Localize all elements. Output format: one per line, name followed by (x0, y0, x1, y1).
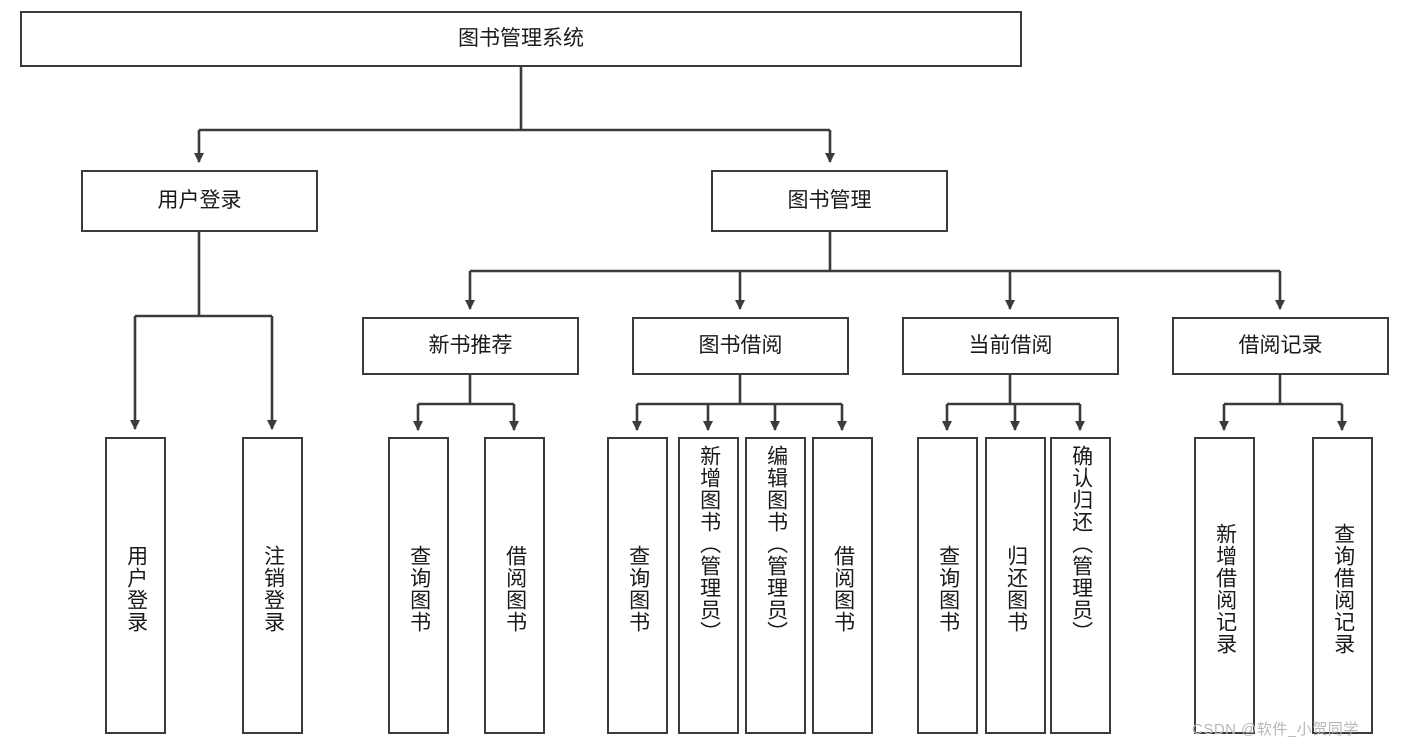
node-leaf-query-book-2[interactable]: 查询图书 (607, 437, 668, 734)
watermark: CSDN @软件_小贺同学 (1192, 721, 1359, 738)
node-label: 用户登录 (124, 544, 148, 633)
node-leaf-user-login[interactable]: 用户登录 (105, 437, 166, 734)
node-leaf-query-book-1[interactable]: 查询图书 (388, 437, 449, 734)
node-label: 新增借阅记录 (1213, 522, 1237, 655)
edge-group-book-management (465, 232, 1285, 310)
node-label: 查询借阅记录 (1331, 522, 1355, 655)
node-label: 新增图书（管理员） (697, 445, 721, 643)
node-label: 新书推荐 (428, 334, 513, 358)
node-label: 用户登录 (157, 189, 242, 213)
node-label: 编辑图书（管理员） (764, 445, 788, 643)
node-label: 借阅图书 (503, 544, 527, 633)
node-label: 图书管理 (787, 189, 872, 213)
node-leaf-confirm-return-admin[interactable]: 确认归还（管理员） (1050, 437, 1111, 734)
node-leaf-query-book-3[interactable]: 查询图书 (917, 437, 978, 734)
node-leaf-borrow-book-1[interactable]: 借阅图书 (484, 437, 545, 734)
node-label: 注销登录 (261, 544, 285, 633)
node-label: 借阅图书 (831, 544, 855, 633)
node-leaf-return-book[interactable]: 归还图书 (985, 437, 1046, 734)
edge-group-borrow-record (1219, 375, 1347, 431)
node-user-login[interactable]: 用户登录 (81, 170, 318, 232)
node-label: 图书管理系统 (458, 27, 584, 51)
node-label: 查询图书 (626, 544, 650, 633)
node-book-borrow[interactable]: 图书借阅 (632, 317, 849, 375)
node-leaf-add-book-admin[interactable]: 新增图书（管理员） (678, 437, 739, 734)
edge-group-new-book-recommend (413, 375, 519, 431)
node-label: 查询图书 (936, 544, 960, 633)
node-current-borrow[interactable]: 当前借阅 (902, 317, 1119, 375)
node-leaf-borrow-book-2[interactable]: 借阅图书 (812, 437, 873, 734)
node-leaf-logout[interactable]: 注销登录 (242, 437, 303, 734)
node-system-title[interactable]: 图书管理系统 (20, 11, 1022, 67)
edge-group-user-login (130, 232, 277, 430)
node-leaf-query-borrow-record[interactable]: 查询借阅记录 (1312, 437, 1373, 734)
edge-group-book-borrow (632, 375, 847, 431)
edge-group-current-borrow (942, 375, 1085, 431)
node-new-book-recommend[interactable]: 新书推荐 (362, 317, 579, 375)
node-book-management[interactable]: 图书管理 (711, 170, 948, 232)
node-label: 归还图书 (1004, 544, 1028, 633)
node-label: 图书借阅 (698, 334, 783, 358)
node-borrow-record[interactable]: 借阅记录 (1172, 317, 1389, 375)
node-leaf-edit-book-admin[interactable]: 编辑图书（管理员） (745, 437, 806, 734)
node-label: 当前借阅 (968, 334, 1053, 358)
node-label: 借阅记录 (1238, 334, 1323, 358)
node-label: 查询图书 (407, 544, 431, 633)
node-leaf-add-borrow-record[interactable]: 新增借阅记录 (1194, 437, 1255, 734)
node-label: 确认归还（管理员） (1069, 445, 1093, 643)
edge-group-root (194, 67, 835, 163)
